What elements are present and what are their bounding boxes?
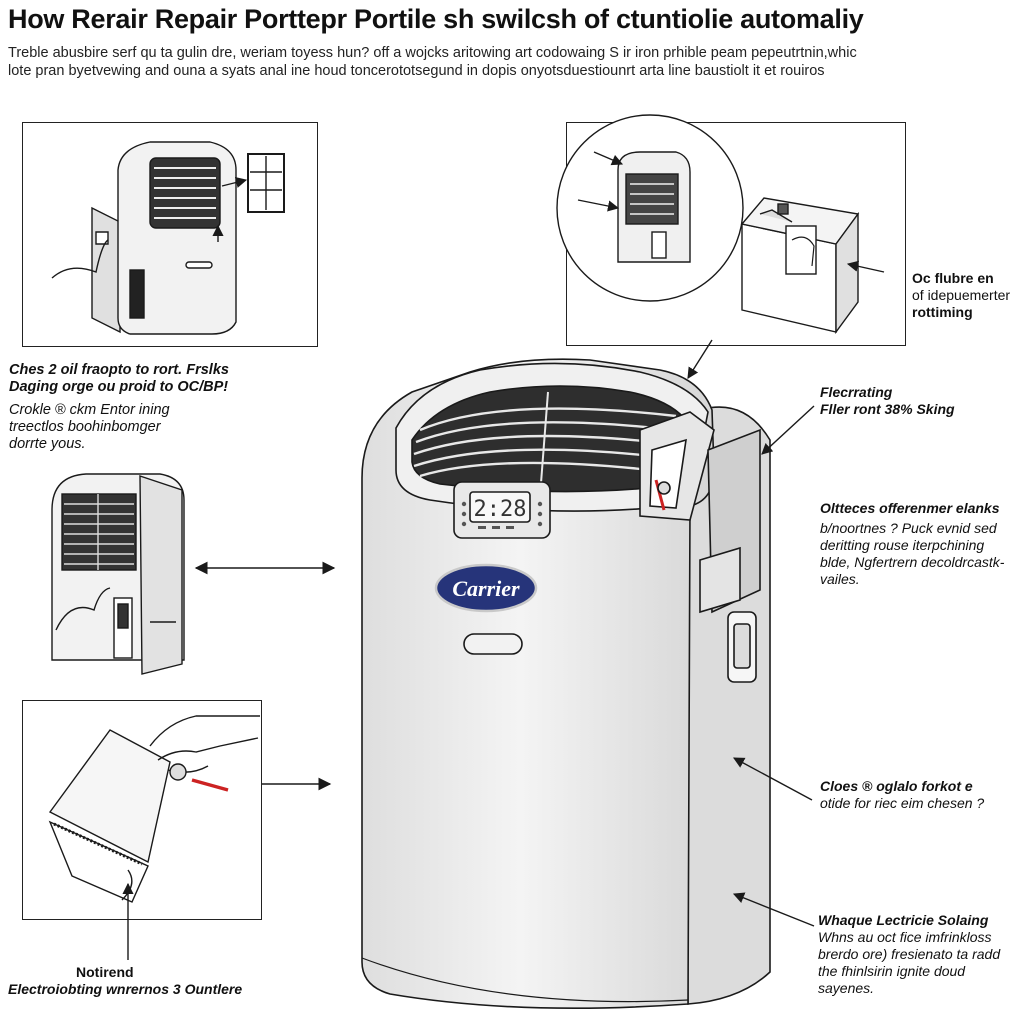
callout-right-4-line-3: brerdo ore) fresienato ta radd [818,946,1001,962]
brand-badge: Carrier [452,576,520,601]
arrow-right-4 [732,892,815,927]
subtitle-line-2: lote pran byetvewing and ouna a syats an… [8,63,825,79]
callout-right-4: Whaque Lectricie Solaing Whns au oct fic… [818,912,1000,997]
callout-right-4-line-2: Whns au oct fice imfrinkloss [818,929,992,945]
arrow-top-right-to-unit [687,339,713,379]
arrow-right-1 [761,405,815,455]
callout-top-right: Oc flubre en of idepuemerter rottiming [912,270,1010,321]
detail-top-right [556,114,885,335]
callout-right-2-line-3: deritting rouse iterpchining [820,537,985,553]
callout-right-2-line-1: Oltteces offerenmer elanks [820,500,1000,516]
main-unit [361,358,771,1010]
diagram-title: How Rerair Repair Porttepr Portile sh sw… [8,4,864,34]
callout-left-upper-line-2: Daging orge ou proid to OC/BP! [9,379,229,395]
filter-removal-illustration [48,715,260,903]
callout-right-1-line-1: Flecrrating [820,384,893,400]
callout-bottom-left: Notirend Electroiobting wnrernos 3 Ountl… [8,964,242,998]
callout-left-upper-line-4: treectlos boohinbomger [9,419,161,435]
callout-left-upper-line-1: Ches 2 oil fraopto to rort. Frslks [9,362,229,378]
callout-right-1-line-2: Fller ront 38% Sking [820,401,955,417]
subtitle-line-1: Treble abusbire serf qu ta gulin dre, we… [8,45,857,61]
callout-right-2-line-4: blde, Ngfertrern decoldrcastk- [820,554,1005,570]
callout-right-2-line-5: vailes. [820,571,860,587]
callout-right-4-line-4: the fhinlsirin ignite doud [818,963,966,979]
callout-right-4-line-1: Whaque Lectricie Solaing [818,912,989,928]
arrow-right-3 [733,757,813,801]
callout-right-1: Flecrrating Fller ront 38% Sking [820,384,955,418]
unit-thumbnail-top-left [51,141,285,335]
callout-right-2-line-2: b/noortnes ? Puck evnid sed [820,520,997,536]
callout-right-4-line-5: sayenes. [818,980,875,996]
display-readout: 2:28 [474,497,527,522]
diagram-subtitle: Treble abusbire serf qu ta gulin dre, we… [8,44,1008,80]
callout-top-right-line-2: of idepuemerter [912,287,1011,303]
callout-right-3: Cloes ® oglalo forkot e otide for riec e… [820,778,984,812]
unit-thumbnail-middle-left [51,473,185,675]
grille-louvers [413,391,677,497]
callout-bottom-left-line-1: Notirend [76,964,134,980]
callout-left-upper: Ches 2 oil fraopto to rort. Frslks Dagin… [9,362,229,453]
callout-top-right-line-3: rottiming [912,304,973,320]
callout-right-3-line-1: Cloes ® oglalo forkot e [820,778,973,794]
callout-top-right-line-1: Oc flubre en [912,270,994,286]
callout-left-upper-line-3: Crokle ® ckm Entor ining [9,402,170,418]
callout-right-3-line-2: otide for riec eim chesen ? [820,795,985,811]
callout-bottom-left-line-2: Electroiobting wnrernos 3 Ountlere [8,981,243,997]
callout-right-2: Oltteces offerenmer elanks b/noortnes ? … [820,500,1004,588]
callout-left-upper-line-5: dorrte yous. [9,436,86,452]
